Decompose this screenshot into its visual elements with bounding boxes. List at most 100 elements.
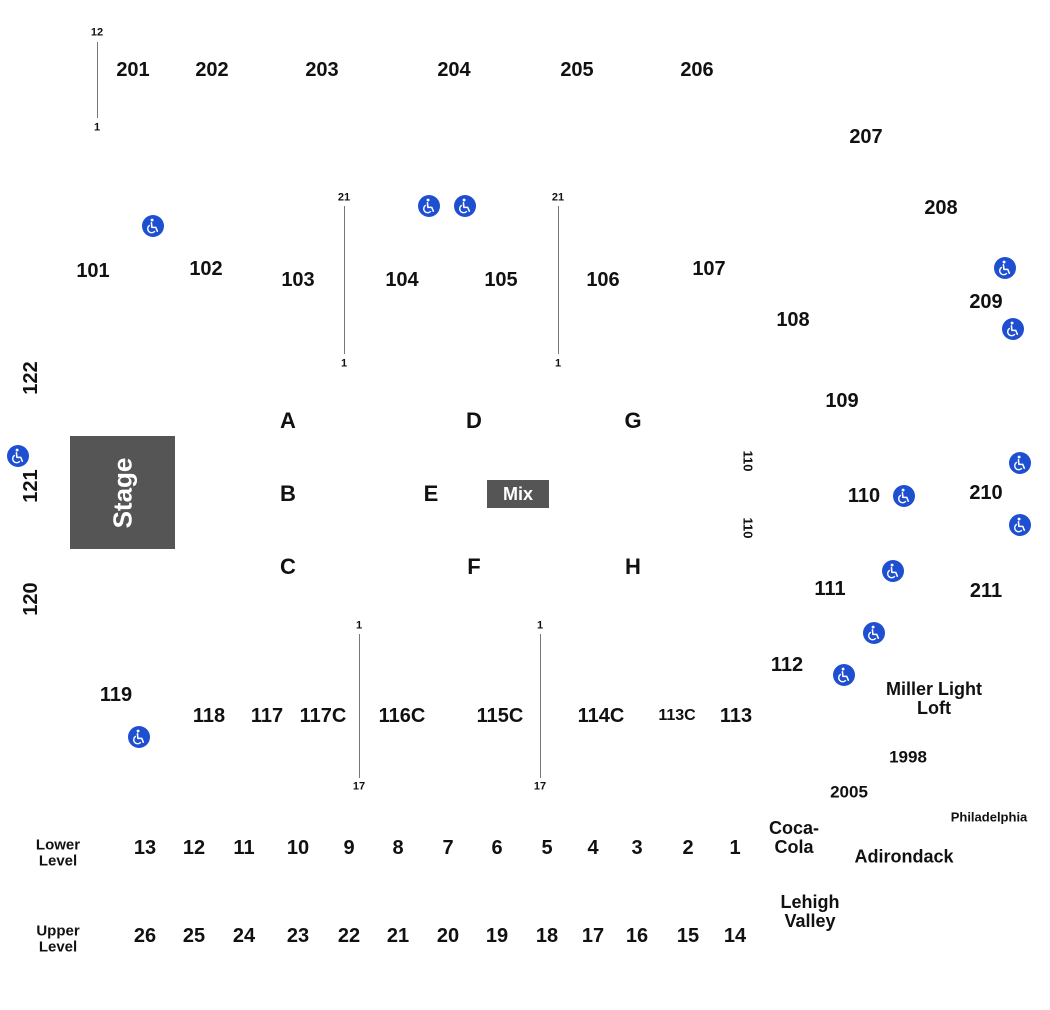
section-110-side-upper[interactable]: 110: [740, 450, 756, 472]
section-202[interactable]: 202: [195, 59, 229, 81]
section-201[interactable]: 201: [116, 59, 150, 81]
lower-level-9[interactable]: 9: [343, 837, 355, 859]
upper-level-22[interactable]: 22: [337, 925, 361, 947]
upper-level-19[interactable]: 19: [485, 925, 509, 947]
upper-level-26[interactable]: 26: [133, 925, 157, 947]
section-211[interactable]: 211: [969, 580, 1003, 602]
section-117c[interactable]: 117C: [299, 705, 347, 727]
pit-section-h[interactable]: H: [625, 554, 641, 579]
pit-section-g[interactable]: G: [624, 408, 642, 433]
upper-level-14[interactable]: 14: [723, 925, 747, 947]
lower-level-2[interactable]: 2: [682, 837, 694, 859]
section-116c[interactable]: 116C: [378, 705, 426, 727]
lower-level-3[interactable]: 3: [631, 837, 643, 859]
lower-level-12[interactable]: 12: [182, 837, 206, 859]
section-102[interactable]: 102: [189, 258, 223, 280]
section-109[interactable]: 109: [825, 390, 859, 412]
section-106[interactable]: 106: [586, 269, 620, 291]
pit-section-b[interactable]: B: [280, 481, 296, 506]
row-marker: 1: [340, 357, 348, 370]
wheelchair-accessible-icon: [1009, 514, 1031, 536]
section-120[interactable]: 120: [20, 582, 42, 616]
row-line-105-106: [558, 206, 559, 354]
section-118[interactable]: 118: [192, 705, 226, 727]
row-marker: 1: [355, 619, 363, 632]
section-119[interactable]: 119: [99, 684, 133, 706]
section-104[interactable]: 104: [385, 269, 419, 291]
wheelchair-accessible-icon: [128, 726, 150, 748]
upper-level-18[interactable]: 18: [535, 925, 559, 947]
wheelchair-accessible-icon: [418, 195, 440, 217]
wheelchair-accessible-icon: [833, 664, 855, 686]
section-205[interactable]: 205: [560, 59, 594, 81]
row-line-115c-114c: [540, 634, 541, 778]
lower-level-7[interactable]: 7: [442, 837, 454, 859]
box-1998[interactable]: 1998: [889, 747, 927, 767]
section-112[interactable]: 112: [770, 654, 804, 676]
section-111[interactable]: 111: [814, 578, 846, 600]
lower-level-6[interactable]: 6: [491, 837, 503, 859]
section-103[interactable]: 103: [281, 269, 315, 291]
wheelchair-accessible-icon: [863, 622, 885, 644]
section-101[interactable]: 101: [76, 260, 110, 282]
section-108[interactable]: 108: [776, 309, 810, 331]
upper-level-16[interactable]: 16: [625, 925, 649, 947]
box-lehigh-valley[interactable]: Lehigh Valley: [780, 892, 840, 931]
upper-level-24[interactable]: 24: [232, 925, 256, 947]
section-113c[interactable]: 113C: [658, 707, 696, 724]
section-110-side-lower[interactable]: 110: [740, 517, 756, 539]
lower-level-8[interactable]: 8: [392, 837, 404, 859]
pit-section-f[interactable]: F: [467, 554, 481, 579]
stage-label: Stage: [107, 457, 137, 528]
wheelchair-accessible-icon: [7, 445, 29, 467]
section-204[interactable]: 204: [437, 59, 471, 81]
section-110[interactable]: 110: [847, 485, 881, 507]
upper-level-23[interactable]: 23: [286, 925, 310, 947]
row-marker: 12: [90, 26, 104, 39]
row-line-103-104: [344, 206, 345, 354]
section-117[interactable]: 117: [250, 705, 284, 727]
section-115c[interactable]: 115C: [476, 705, 524, 727]
box-miller-light-loft[interactable]: Miller Light Loft: [886, 679, 982, 718]
upper-level-15[interactable]: 15: [676, 925, 700, 947]
pit-section-e[interactable]: E: [423, 481, 439, 506]
section-206[interactable]: 206: [680, 59, 714, 81]
upper-level-21[interactable]: 21: [386, 925, 410, 947]
lower-level-4[interactable]: 4: [587, 837, 599, 859]
section-203[interactable]: 203: [305, 59, 339, 81]
lower-level-5[interactable]: 5: [541, 837, 553, 859]
upper-level-25[interactable]: 25: [182, 925, 206, 947]
section-114c[interactable]: 114C: [577, 705, 625, 727]
section-209[interactable]: 209: [969, 291, 1003, 313]
wheelchair-accessible-icon: [1002, 318, 1024, 340]
lower-level-10[interactable]: 10: [286, 837, 310, 859]
section-122[interactable]: 122: [20, 361, 42, 395]
section-107[interactable]: 107: [692, 258, 726, 280]
box-adirondack[interactable]: Adirondack: [854, 846, 954, 867]
lower-level-11[interactable]: 11: [233, 837, 255, 859]
row-marker: 21: [551, 191, 565, 204]
lower-level-13[interactable]: 13: [133, 837, 157, 859]
row-marker: 17: [352, 780, 366, 793]
wheelchair-accessible-icon: [142, 215, 164, 237]
section-121[interactable]: 121: [20, 469, 42, 503]
row-line-117c-116c: [359, 634, 360, 778]
box-2005[interactable]: 2005: [830, 782, 868, 802]
box-philadelphia[interactable]: Philadelphia: [950, 809, 1028, 825]
section-105[interactable]: 105: [484, 269, 518, 291]
pit-section-a[interactable]: A: [280, 408, 296, 433]
lower-level-label: Lower Level: [35, 836, 81, 869]
pit-section-d[interactable]: D: [466, 408, 482, 433]
section-207[interactable]: 207: [849, 126, 883, 148]
upper-level-17[interactable]: 17: [581, 925, 605, 947]
section-210[interactable]: 210: [969, 482, 1003, 504]
box-coca-cola[interactable]: Coca-Cola: [768, 818, 819, 857]
wheelchair-accessible-icon: [454, 195, 476, 217]
section-113[interactable]: 113: [719, 705, 753, 727]
row-marker: 21: [337, 191, 351, 204]
stage: Stage: [70, 436, 175, 549]
lower-level-1[interactable]: 1: [729, 837, 741, 859]
pit-section-c[interactable]: C: [280, 554, 296, 579]
upper-level-20[interactable]: 20: [436, 925, 460, 947]
section-208[interactable]: 208: [924, 197, 958, 219]
